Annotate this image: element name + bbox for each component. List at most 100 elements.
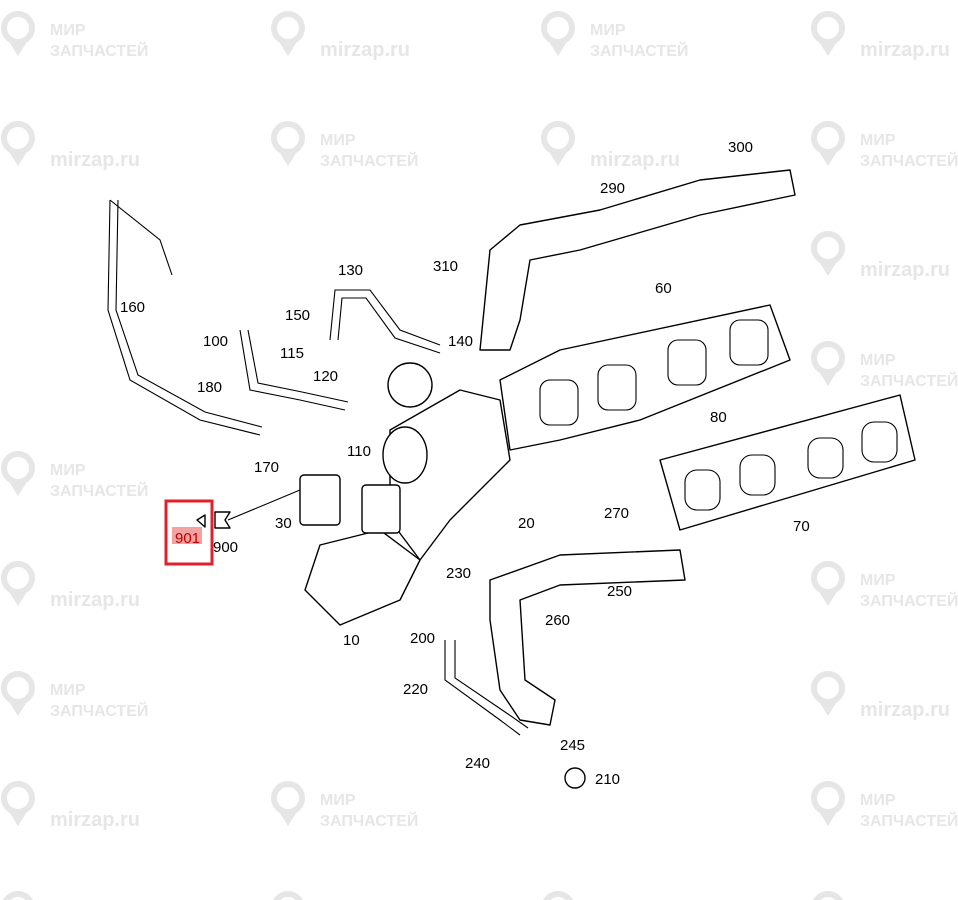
part-label-220[interactable]: 220 — [403, 681, 428, 698]
watermark: МИР ЗАПЧАСТЕЙ — [1, 671, 148, 720]
watermark: mirzap.ru — [273, 891, 303, 900]
watermark-text: МИР — [860, 792, 896, 809]
gasket-70 — [659, 394, 916, 531]
watermark-text: ЗАПЧАСТЕЙ — [860, 591, 958, 610]
watermark-text: МИР — [860, 572, 896, 589]
watermark-text: ЗАПЧАСТЕЙ — [860, 151, 958, 170]
watermark-text: mirzap.ru — [860, 39, 950, 61]
watermark-text: ЗАПЧАСТЕЙ — [50, 481, 148, 500]
leader-line — [227, 489, 301, 521]
oil-line-130 — [329, 289, 441, 354]
oil-line-100 — [239, 329, 349, 411]
sensor-901 — [196, 514, 206, 528]
watermark: mirzap.ru — [541, 121, 680, 171]
connector — [361, 484, 401, 534]
watermark: МИР ЗАПЧАСТЕЙ — [1, 451, 148, 500]
watermark: МИР ЗАПЧАСТЕЙ — [811, 341, 958, 390]
part-label-310[interactable]: 310 — [433, 258, 458, 275]
part-label-250[interactable]: 250 — [607, 583, 632, 600]
gasket-port — [739, 454, 776, 496]
part-label-30[interactable]: 30 — [275, 515, 292, 532]
watermark-text: МИР — [320, 132, 356, 149]
watermark-text: mirzap.ru — [860, 259, 950, 281]
bracket-250 — [489, 549, 686, 726]
highlight-box-901 — [164, 499, 214, 566]
part-label-170[interactable]: 170 — [254, 459, 279, 476]
watermark: mirzap.ru — [811, 231, 950, 281]
part-label-260[interactable]: 260 — [545, 612, 570, 629]
watermark: mirzap.ru — [271, 11, 410, 61]
watermark-text: МИР — [590, 22, 626, 39]
part-label-200[interactable]: 200 — [410, 630, 435, 647]
watermark: МИР ЗАПЧАСТЕЙ — [811, 561, 958, 610]
watermark: МИР ЗАПЧАСТЕЙ — [541, 11, 688, 60]
exhaust-port — [729, 319, 769, 366]
exhaust-port — [667, 339, 707, 386]
bracket-160-pipe — [107, 199, 263, 436]
watermark-text: ЗАПЧАСТЕЙ — [320, 811, 418, 830]
part-label-80[interactable]: 80 — [710, 409, 727, 426]
watermark-text: ЗАПЧАСТЕЙ — [50, 41, 148, 60]
part-label-270[interactable]: 270 — [604, 505, 629, 522]
watermark: МИР ЗАПЧАСТЕЙ — [1, 11, 148, 60]
part-label-160[interactable]: 160 — [120, 299, 145, 316]
part-label-130[interactable]: 130 — [338, 262, 363, 279]
part-label-140[interactable]: 140 — [448, 333, 473, 350]
part-label-290[interactable]: 290 — [600, 180, 625, 197]
sensor-900 — [214, 511, 231, 529]
gasket-port — [807, 437, 844, 479]
watermark: mirzap.ru — [1, 561, 140, 611]
part-label-115[interactable]: 115 — [280, 345, 304, 362]
part-label-901[interactable]: 901 — [175, 530, 200, 547]
heat-shield-290 — [479, 169, 796, 351]
part-label-20[interactable]: 20 — [518, 515, 535, 532]
watermark-text: ЗАПЧАСТЕЙ — [50, 701, 148, 720]
watermark-text: ЗАПЧАСТЕЙ — [320, 151, 418, 170]
exhaust-manifold — [499, 304, 791, 451]
part-label-70[interactable]: 70 — [793, 518, 810, 535]
watermark-text: МИР — [50, 682, 86, 699]
part-label-10[interactable]: 10 — [343, 632, 360, 649]
watermark-text: МИР — [320, 792, 356, 809]
watermark-text: МИР — [50, 462, 86, 479]
watermark: mirzap.ru — [811, 671, 950, 721]
part-label-900[interactable]: 900 — [213, 539, 238, 556]
watermark: МИР ЗАПЧАСТЕЙ — [811, 121, 958, 170]
part-label-300[interactable]: 300 — [728, 139, 753, 156]
part-label-230[interactable]: 230 — [446, 565, 471, 582]
compressor-housing — [382, 426, 428, 484]
watermark-text: mirzap.ru — [590, 149, 680, 171]
part-label-180[interactable]: 180 — [197, 379, 222, 396]
exhaust-port — [597, 364, 637, 411]
oil-return-200 — [444, 640, 529, 736]
part-label-110[interactable]: 110 — [347, 443, 371, 460]
gasket-port — [684, 469, 721, 511]
watermark-text: ЗАПЧАСТЕЙ — [860, 371, 958, 390]
part-label-240[interactable]: 240 — [465, 755, 490, 772]
watermark-text: МИР — [50, 22, 86, 39]
part-label-120[interactable]: 120 — [313, 368, 338, 385]
watermark-text: mirzap.ru — [50, 149, 140, 171]
part-label-60[interactable]: 60 — [655, 280, 672, 297]
watermark: mirzap.ru — [1, 121, 140, 171]
part-label-210[interactable]: 210 — [595, 771, 620, 788]
watermark-text: МИР — [860, 352, 896, 369]
plug-210 — [564, 767, 586, 789]
exhaust-port — [539, 379, 579, 426]
watermark-text: ЗАПЧАСТЕЙ — [860, 811, 958, 830]
part-label-245[interactable]: 245 — [560, 737, 585, 754]
watermark-text: mirzap.ru — [50, 589, 140, 611]
watermark: МИР ЗАПЧАСТЕЙ — [271, 121, 418, 170]
connector-30 — [299, 474, 341, 526]
part-label-150[interactable]: 150 — [285, 307, 310, 324]
watermark-text: mirzap.ru — [860, 699, 950, 721]
watermark-text: МИР — [860, 132, 896, 149]
highlight-label-bg — [172, 527, 202, 544]
watermark-text: ЗАПЧАСТЕЙ — [590, 41, 688, 60]
gasket-port — [861, 421, 898, 463]
part-label-100[interactable]: 100 — [203, 333, 228, 350]
part-labels: 300 290 160 130 310 60 150 100 115 140 120 180 80 110… — [120, 139, 810, 788]
